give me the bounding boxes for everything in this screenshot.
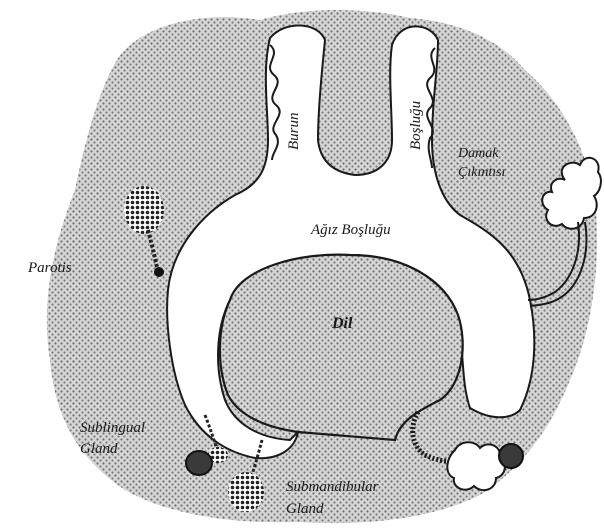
parotis-duct-opening: [154, 267, 164, 277]
label-damak-1: Damak: [457, 146, 499, 161]
submandibular-gland-left: [228, 472, 264, 512]
label-agiz-boslugu: Ağız Boşluğu: [310, 222, 391, 238]
sublingual-gland: [186, 451, 212, 475]
label-damak-2: Çıkıntısı: [458, 165, 506, 180]
label-dil: Dil: [331, 315, 353, 332]
submandibular-round-gland: [499, 444, 523, 468]
parotis-gland: [124, 186, 164, 234]
label-submandibular-2: Gland: [286, 501, 324, 517]
label-submandibular-1: Submandibular: [286, 479, 379, 495]
label-sublingual-2: Gland: [80, 441, 118, 457]
label-parotis: Parotis: [27, 260, 72, 276]
label-burun: Burun: [286, 113, 302, 151]
label-sublingual-1: Sublingual: [80, 420, 145, 436]
label-boslugu: Boşluğu: [408, 101, 424, 150]
